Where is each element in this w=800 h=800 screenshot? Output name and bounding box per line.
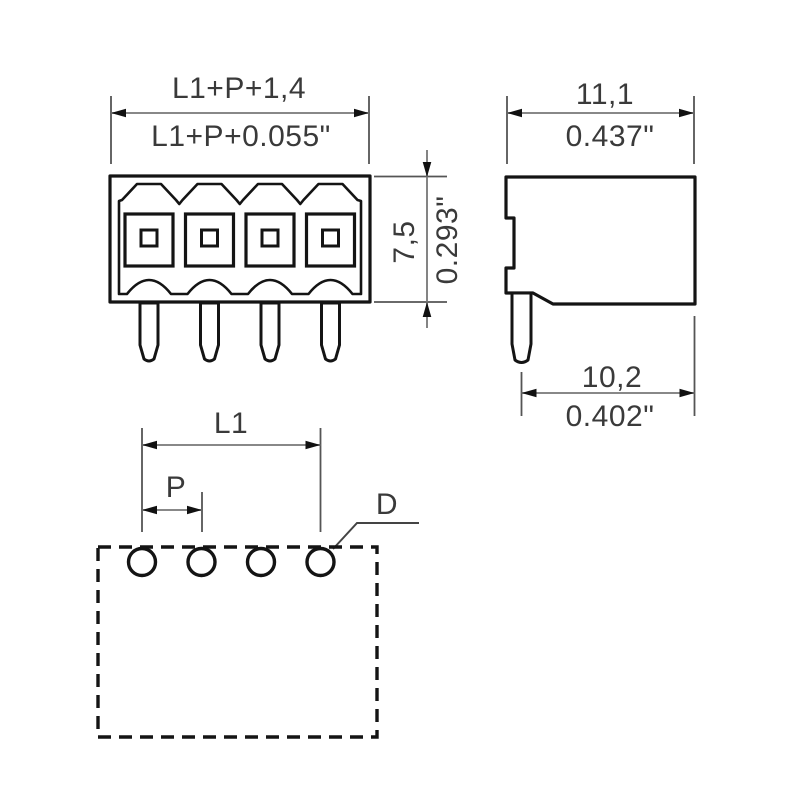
contact-cavity-3: [244, 212, 296, 268]
arrowhead-left-icon: [142, 505, 157, 515]
solder-pin-1: [138, 301, 160, 363]
dimension-label-inch: 0.437": [566, 120, 655, 153]
solder-pin-3: [259, 301, 281, 363]
side-view: 11,1 0.437" 10,2 0.402": [504, 78, 697, 433]
contact-cavity-2: [183, 212, 236, 268]
drill-hole-3: [245, 546, 277, 578]
arrowhead-down-icon: [422, 162, 432, 177]
drill-holes: [126, 546, 336, 578]
arrowhead-right-icon: [679, 388, 695, 398]
contact-pin-1: [139, 228, 159, 248]
side-solder-pin: [510, 291, 533, 364]
front-inner-profile: [117, 182, 363, 296]
contact-pin-4: [321, 228, 340, 248]
front-solder-pins: [138, 301, 341, 363]
contact-cavities: [123, 212, 357, 268]
contact-pin-3: [260, 228, 280, 248]
front-height-dimension: 7,5 0.293": [374, 150, 464, 328]
side-width-dimension: 11,1 0.437": [506, 78, 695, 164]
dimension-label-inch: 0.293": [431, 196, 464, 285]
side-depth-dimension: 10,2 0.402": [520, 316, 696, 433]
dimension-label-mm: 10,2: [582, 361, 642, 394]
footprint-pitch-dimension: P: [142, 471, 203, 532]
dimension-label-inch: 0.402": [566, 400, 655, 433]
leader-line: [332, 522, 419, 550]
arrowhead-left-icon: [142, 440, 157, 450]
solder-pin-4: [320, 301, 341, 363]
arrowhead-right-icon: [679, 108, 694, 118]
dimension-label-mm: 7,5: [388, 220, 421, 263]
arrowhead-right-icon: [187, 505, 202, 515]
drill-hole-2: [186, 546, 217, 578]
front-width-dimension: L1+P+1,4 L1+P+0.055": [110, 72, 370, 164]
arrowhead-left-icon: [521, 388, 537, 398]
dimension-label-inch: L1+P+0.055": [151, 120, 331, 153]
board-outline: [96, 545, 379, 739]
arrowhead-right-icon: [305, 440, 321, 450]
pcb-footprint-view: L1 P D: [96, 407, 419, 739]
arrowhead-right-icon: [354, 108, 369, 118]
solder-pin-2: [199, 301, 220, 363]
arrowhead-up-icon: [422, 302, 432, 317]
dimension-label-mm: 11,1: [576, 78, 634, 111]
drill-hole-1: [126, 546, 158, 578]
dimension-label-l1: L1: [214, 407, 248, 440]
dimension-label-mm: L1+P+1,4: [172, 72, 306, 105]
drill-hole-4: [305, 546, 336, 578]
arrowhead-left-icon: [111, 108, 126, 118]
contact-pin-2: [200, 228, 219, 248]
front-view: L1+P+1,4 L1+P+0.055": [108, 72, 464, 363]
dimension-label-p: P: [166, 471, 187, 504]
arrowhead-left-icon: [507, 108, 522, 118]
hole-diameter-callout: D: [332, 488, 419, 550]
side-housing-body: [504, 175, 697, 306]
footprint-l1-dimension: L1: [141, 407, 322, 532]
dimension-label-d: D: [376, 488, 398, 521]
